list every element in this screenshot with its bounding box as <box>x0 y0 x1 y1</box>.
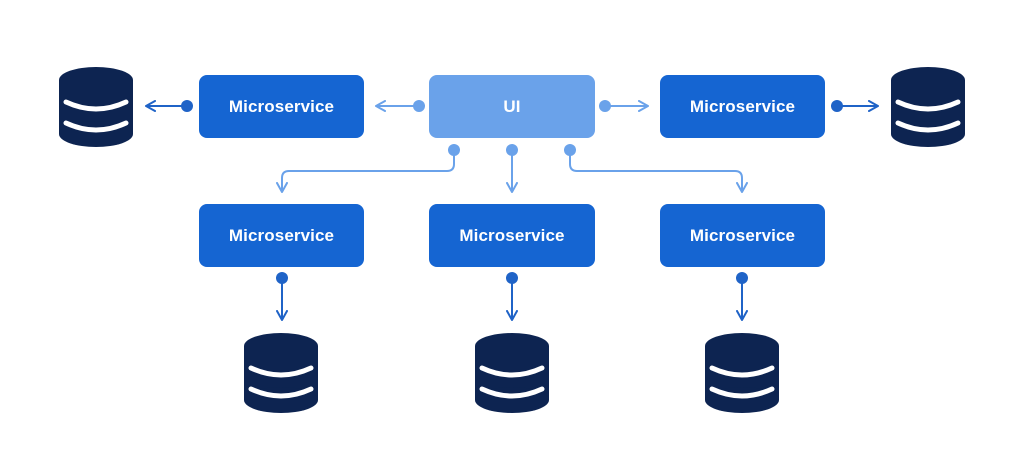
microservice-label: Microservice <box>228 225 335 245</box>
edge-ui-to-right-service <box>599 100 649 112</box>
edge-ui-to-left-service <box>375 100 425 112</box>
connector-dot <box>564 144 576 156</box>
microservice-label: Microservice <box>689 225 796 245</box>
microservice-node-bottom-right: Microservice <box>660 204 825 267</box>
connector-dot <box>413 100 425 112</box>
microservice-node-right: Microservice <box>660 75 825 138</box>
connector-dot <box>736 272 748 284</box>
edge-bottom-left-service-to-db <box>276 272 288 321</box>
database-icon <box>59 67 133 147</box>
connector-dot <box>181 100 193 112</box>
database-icon <box>475 333 549 413</box>
ui-node: UI <box>429 75 595 138</box>
edge-ui-to-bottom-left-service <box>276 144 460 193</box>
ui-node-label: UI <box>503 96 521 116</box>
connector-dot <box>599 100 611 112</box>
microservice-label: Microservice <box>228 96 335 116</box>
edge-bottom-center-service-to-db <box>506 272 518 321</box>
edge-bottom-right-service-to-db <box>736 272 748 321</box>
database-icon <box>891 67 965 147</box>
edge-left-service-to-db <box>145 100 193 112</box>
microservice-node-bottom-left: Microservice <box>199 204 364 267</box>
connector-dot <box>831 100 843 112</box>
database-icon <box>705 333 779 413</box>
edge-right-service-to-db <box>831 100 879 112</box>
microservice-node-left: Microservice <box>199 75 364 138</box>
connector-dot <box>448 144 460 156</box>
connector-dot <box>276 272 288 284</box>
microservice-label: Microservice <box>459 225 565 245</box>
database-icon <box>244 333 318 413</box>
edge-ui-to-bottom-center-service <box>506 144 518 193</box>
connector-dot <box>506 272 518 284</box>
connector-dot <box>506 144 518 156</box>
microservice-label: Microservice <box>689 96 796 116</box>
edge-ui-to-bottom-right-service <box>564 144 748 193</box>
microservice-node-bottom-center: Microservice <box>429 204 595 267</box>
